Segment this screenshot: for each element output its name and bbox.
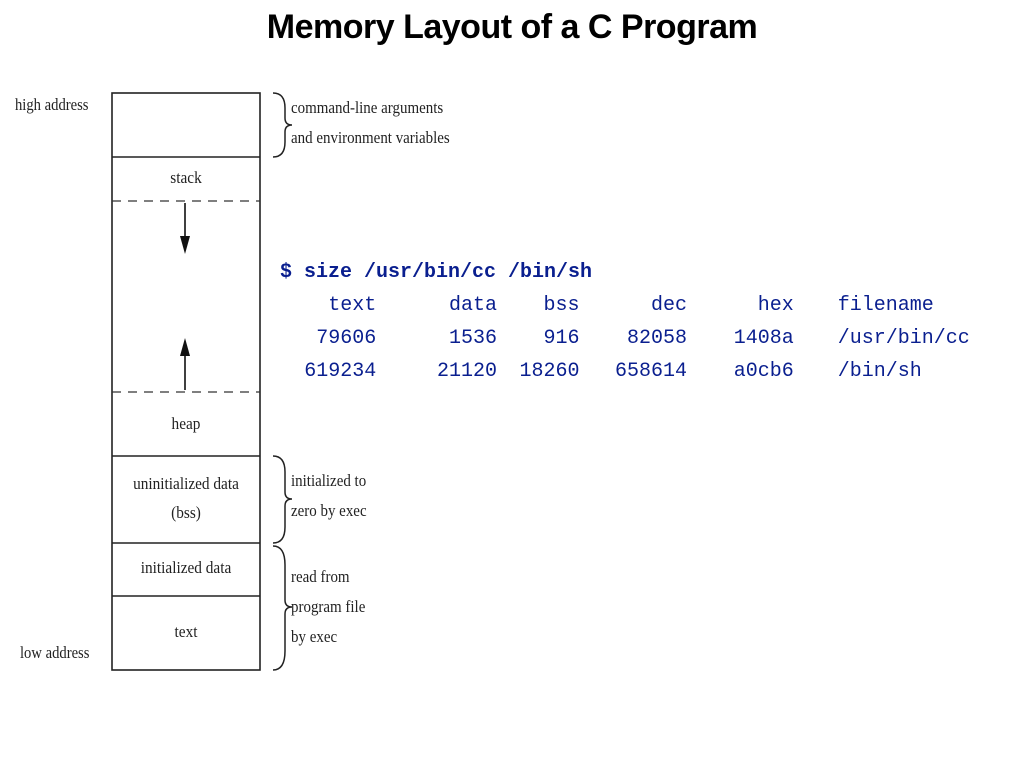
table-cell: 1408a: [733, 327, 794, 350]
heap-arrowhead-icon: [180, 338, 190, 356]
segment-heap: heap: [171, 414, 201, 433]
bss-annotation: initialized to zero by exec: [291, 466, 367, 526]
column-header: filename: [837, 294, 934, 317]
args-annotation: command-line arguments and environment v…: [291, 93, 450, 153]
size-command: $ size /usr/bin/cc /bin/sh: [280, 261, 593, 284]
table-cell: 18260: [519, 360, 580, 383]
table-cell: 658614: [614, 360, 687, 383]
program-file-annotation-line2: program file: [291, 597, 366, 616]
bss-brace-icon: [272, 455, 293, 544]
table-cell: 82058: [626, 327, 687, 350]
table-cell: 79606: [316, 327, 377, 350]
bss-annotation-line1: initialized to: [291, 471, 367, 490]
table-cell: 916: [543, 327, 580, 350]
args-brace-icon: [272, 92, 293, 158]
segment-bss-line1: uninitialized data: [133, 474, 239, 493]
column-header: dec: [650, 294, 687, 317]
segment-stack: stack: [170, 168, 202, 187]
high-address-label: high address: [15, 95, 89, 114]
size-output-table: text data bss dec hex filename 79606 153…: [280, 289, 1024, 388]
table-cell: 1536: [449, 327, 498, 350]
column-header: hex: [757, 294, 794, 317]
program-file-annotation-line3: by exec: [291, 627, 338, 646]
memory-box: [111, 92, 261, 671]
args-annotation-line2: and environment variables: [291, 128, 450, 147]
low-address-label: low address: [20, 643, 90, 662]
table-cell: /bin/sh: [837, 360, 922, 383]
table-row: 79606 1536 916 82058 1408a /usr/bin/cc: [280, 322, 1024, 355]
size-command-output: $ size /usr/bin/cc /bin/sh text data bss…: [280, 256, 1024, 388]
program-file-brace-icon: [272, 545, 293, 671]
table-row: 619234 21120 18260 658614 a0cb6 /bin/sh: [280, 355, 1024, 388]
segment-initialized-data: initialized data: [140, 558, 232, 577]
table-cell: a0cb6: [733, 360, 794, 383]
slide-title: Memory Layout of a C Program: [266, 8, 758, 46]
column-header: text: [328, 294, 377, 317]
bss-annotation-line2: zero by exec: [291, 501, 367, 520]
table-cell: /usr/bin/cc: [837, 327, 970, 350]
stack-arrowhead-icon: [180, 236, 190, 254]
column-header: bss: [543, 294, 580, 317]
table-cell: 21120: [437, 360, 498, 383]
program-file-annotation: read from program file by exec: [291, 562, 365, 652]
segment-bss-line2: (bss): [171, 503, 201, 522]
table-cell: 619234: [304, 360, 377, 383]
column-header: data: [449, 294, 498, 317]
size-output-header: text data bss dec hex filename: [280, 289, 1024, 322]
program-file-annotation-line1: read from: [291, 567, 350, 586]
args-annotation-line1: command-line arguments: [291, 98, 444, 117]
segment-text: text: [174, 622, 198, 641]
